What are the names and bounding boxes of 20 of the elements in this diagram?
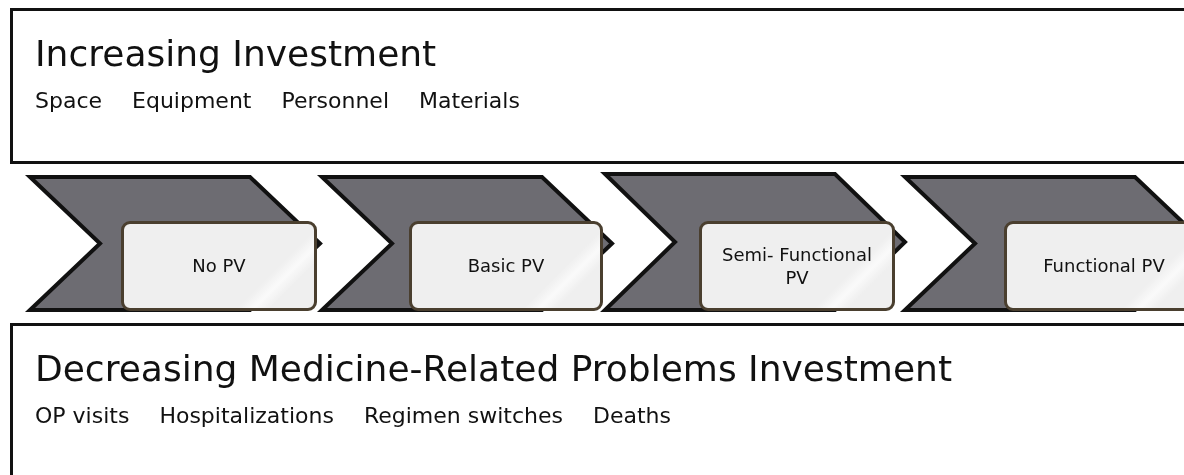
stage-box bbox=[409, 221, 603, 311]
stage-box bbox=[1004, 221, 1184, 311]
factor-label: Hospitalizations bbox=[159, 403, 334, 429]
stage-label: Functional PV bbox=[1042, 254, 1166, 278]
stage-box bbox=[699, 221, 895, 311]
factor-label: Equipment bbox=[132, 88, 252, 114]
factor-label: Regimen switches bbox=[363, 403, 563, 429]
factor-label: Materials bbox=[419, 88, 520, 114]
factor-label: OP visits bbox=[35, 403, 130, 429]
factor-label: Personnel bbox=[281, 88, 389, 114]
factor-label: Deaths bbox=[592, 403, 671, 429]
band-heading: Decreasing Medicine-Related Problems Investment bbox=[35, 348, 952, 390]
band-panel bbox=[10, 8, 1184, 164]
factor-label: Space bbox=[35, 88, 103, 114]
stage-label: Semi- Functional PV bbox=[721, 242, 873, 290]
stage-box bbox=[121, 221, 317, 311]
band-panel bbox=[10, 323, 1184, 475]
stage-label: No PV bbox=[191, 254, 247, 278]
stage-label: Basic PV bbox=[466, 254, 546, 278]
band-heading: Increasing Investment bbox=[35, 33, 437, 75]
